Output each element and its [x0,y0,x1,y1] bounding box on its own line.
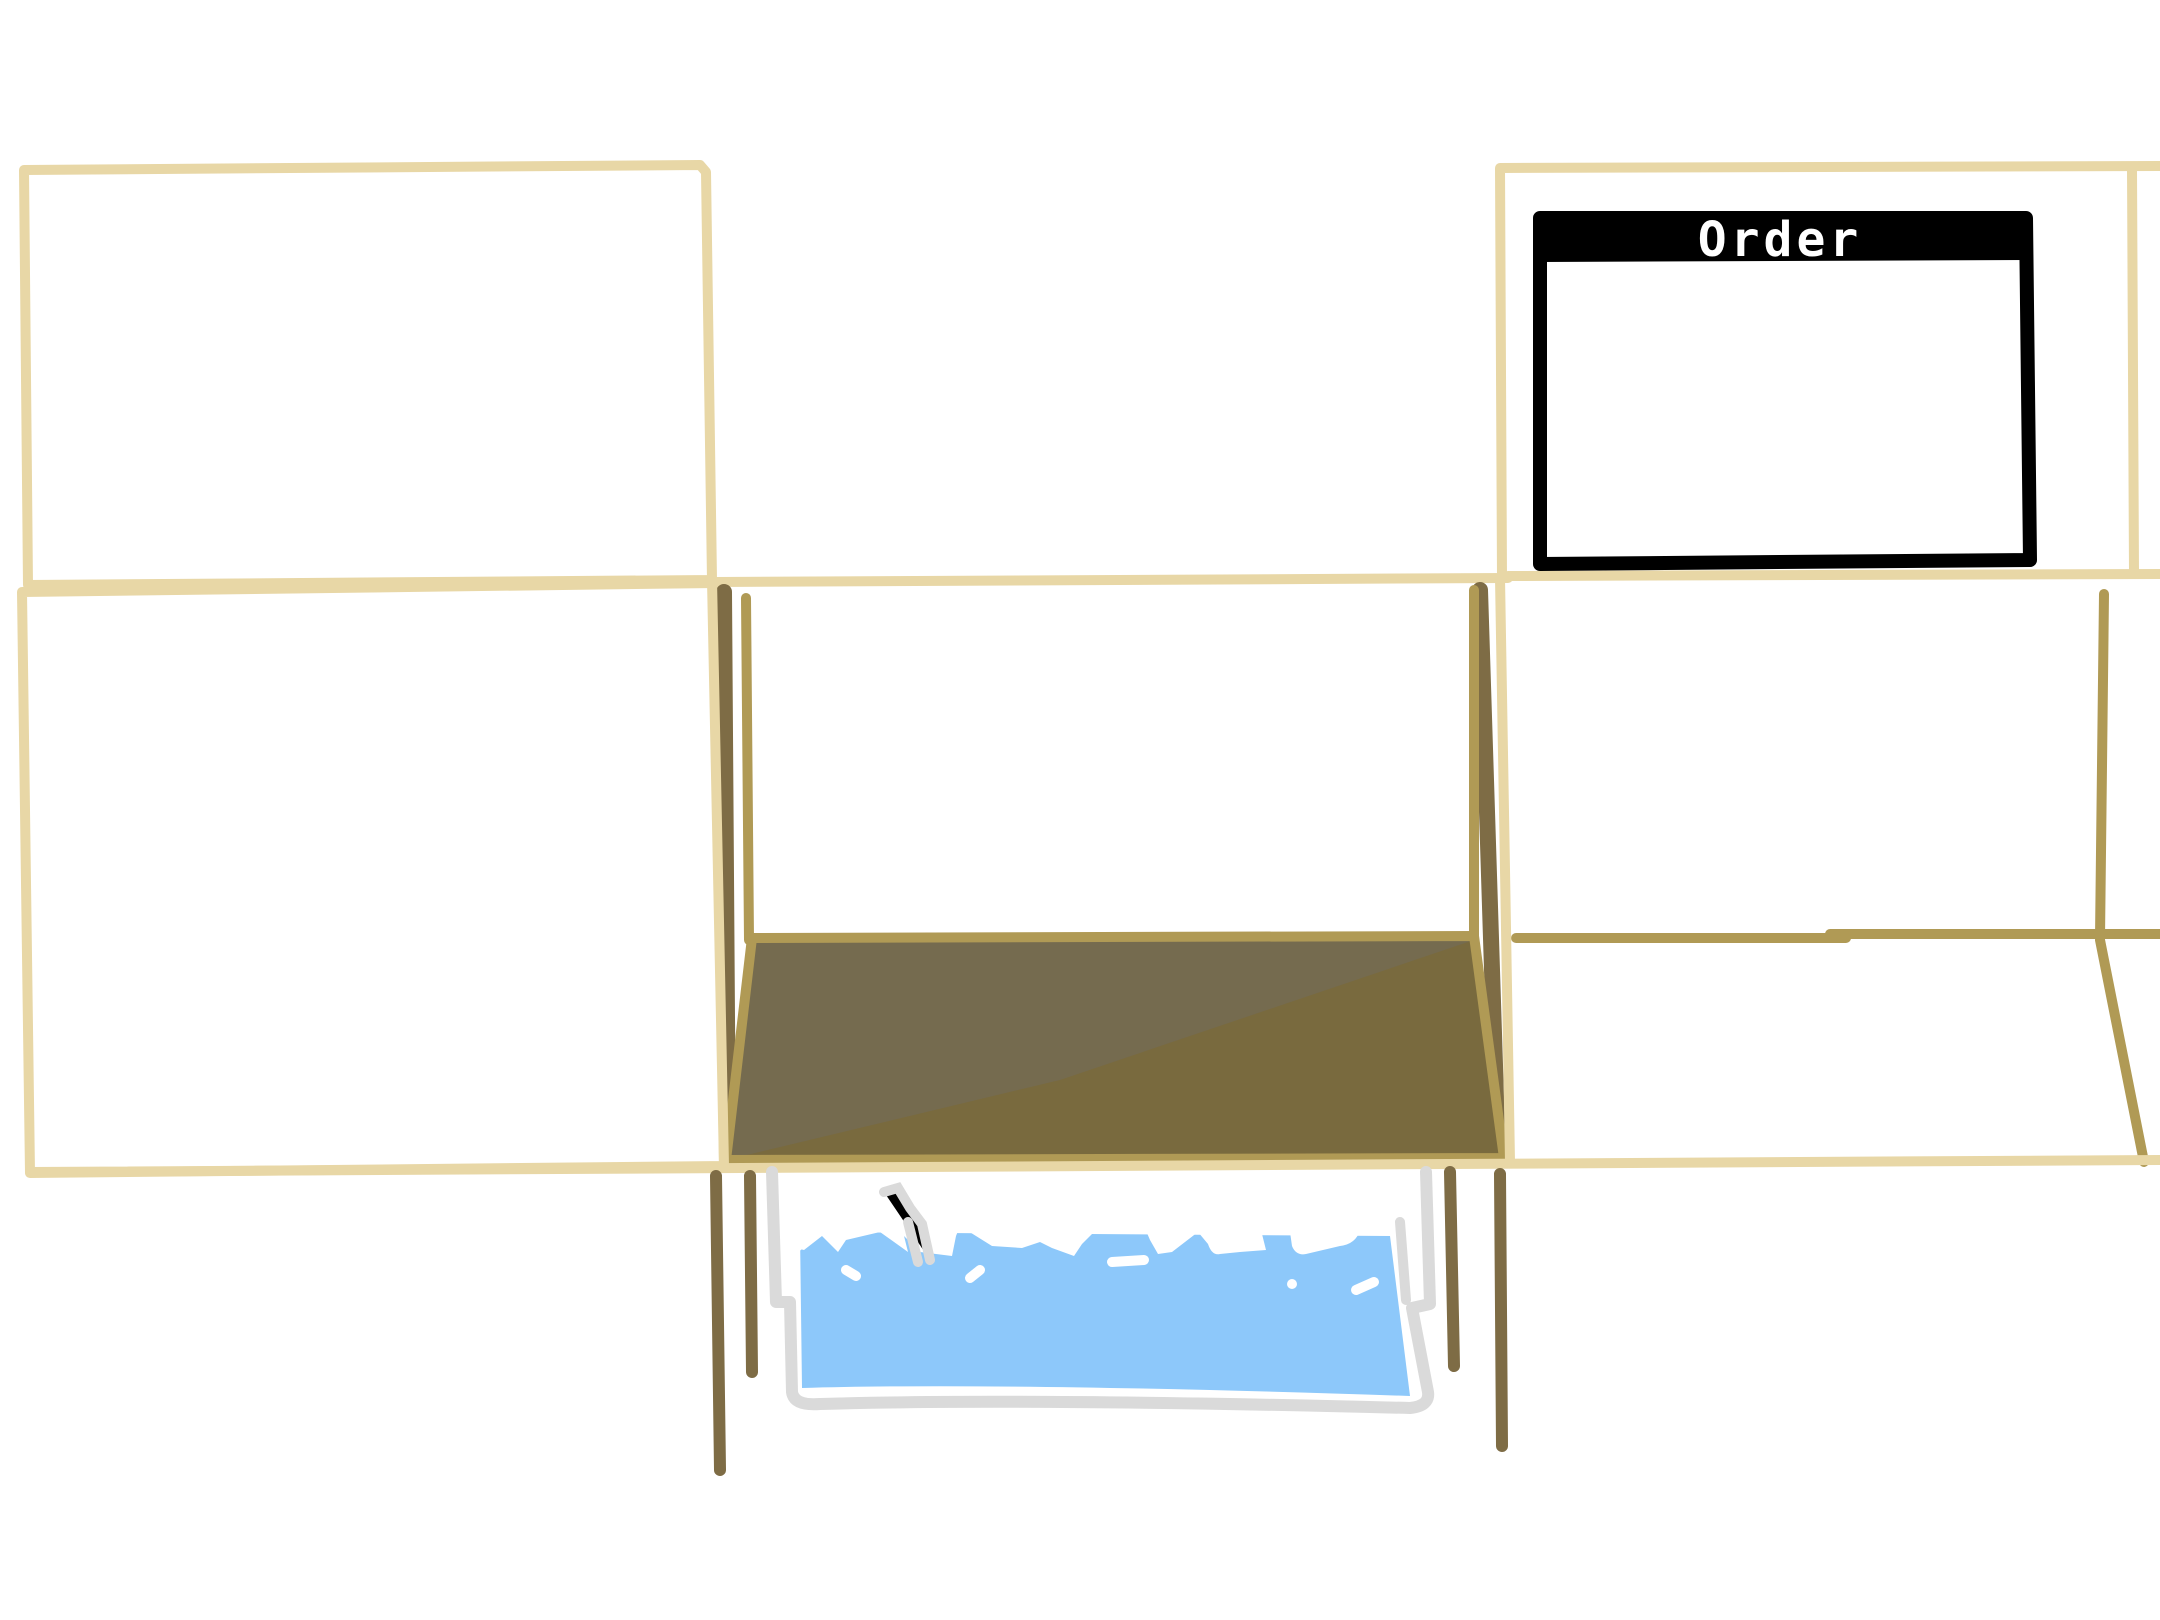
counter-front-rail [25,573,2160,1177]
tray-rim [721,931,1509,1165]
order-panel[interactable]: Order [1533,211,2037,571]
water-basin[interactable] [766,1166,1436,1414]
tray-shade [726,940,1504,1160]
basin-outline [766,1166,1436,1414]
water-shadow-marks [879,1182,1411,1305]
leg-front-left [710,1170,726,1476]
leg-front-right [1494,1168,1508,1452]
water-splashes [793,1233,1379,1295]
water-body [796,1231,1410,1396]
wall-tile-right-divider [2127,165,2139,579]
counter-tray[interactable] [721,931,1509,1165]
wall-band-line-right [1503,569,2160,581]
order-panel-title-bar [1540,212,2028,262]
wall-tile-bottom-left [17,578,729,1178]
leg-back-right [1444,1166,1460,1372]
wall-tiles [17,160,2160,1178]
wall-band-line [711,573,1513,587]
counter-legs [710,1166,1508,1476]
water-foam [796,1176,1400,1256]
leg-back-left [744,1170,758,1378]
wall-tile-top-left [19,160,717,590]
wall-tile-top-right [1495,161,2160,583]
order-panel-content [1554,262,2014,552]
order-panel-title: Order [1698,212,1863,268]
